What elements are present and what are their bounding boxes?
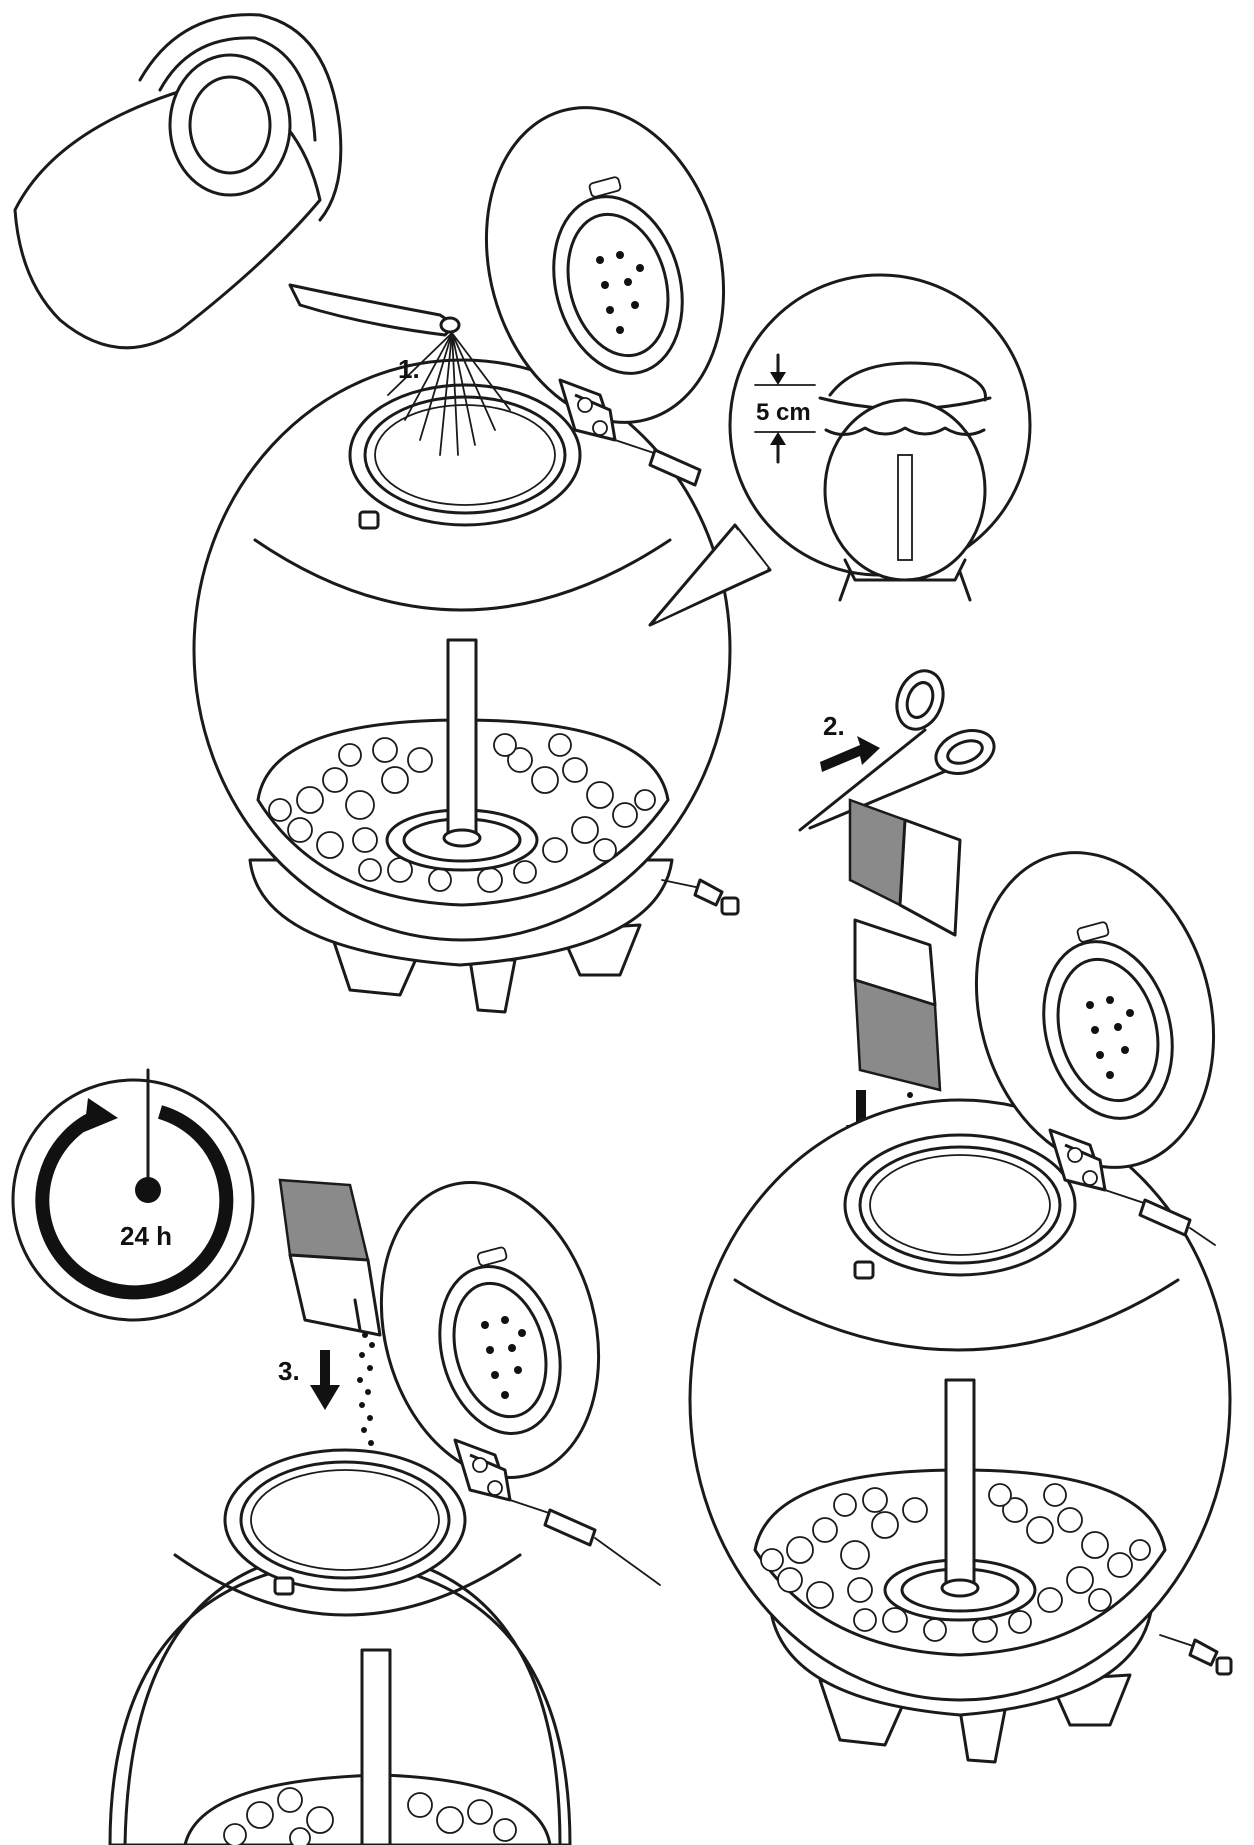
falling-granules-step3	[357, 1332, 375, 1446]
water-level-inset: 5 cm	[648, 273, 1032, 627]
open-lid-step2	[974, 851, 1216, 1246]
step2-aquarium	[688, 851, 1233, 1764]
open-lid-step3	[379, 1181, 661, 1586]
bacteria-packet-icon-step3	[278, 1178, 382, 1337]
step2-label: 2.	[823, 711, 845, 741]
watering-can-icon	[13, 13, 461, 350]
gravel-stones	[268, 733, 656, 893]
step3-label: 3.	[278, 1356, 300, 1386]
timer-label: 24 h	[120, 1221, 172, 1251]
clock-timer-icon: 24 h	[11, 1068, 255, 1322]
open-lid-step1	[484, 106, 726, 487]
step1-aquarium: 1.	[13, 13, 740, 1014]
bacteria-packet-icon	[853, 918, 942, 1092]
step1-label: 1.	[398, 354, 420, 384]
scissors-icon	[798, 669, 996, 832]
water-spray	[387, 332, 511, 456]
step3-aquarium	[108, 1181, 661, 1845]
gravel-stones-step3	[223, 1787, 517, 1845]
measurement-label: 5 cm	[756, 399, 811, 426]
gravel-stones-step2	[760, 1483, 1151, 1643]
step3-pour-packet: 3.	[278, 1178, 382, 1446]
